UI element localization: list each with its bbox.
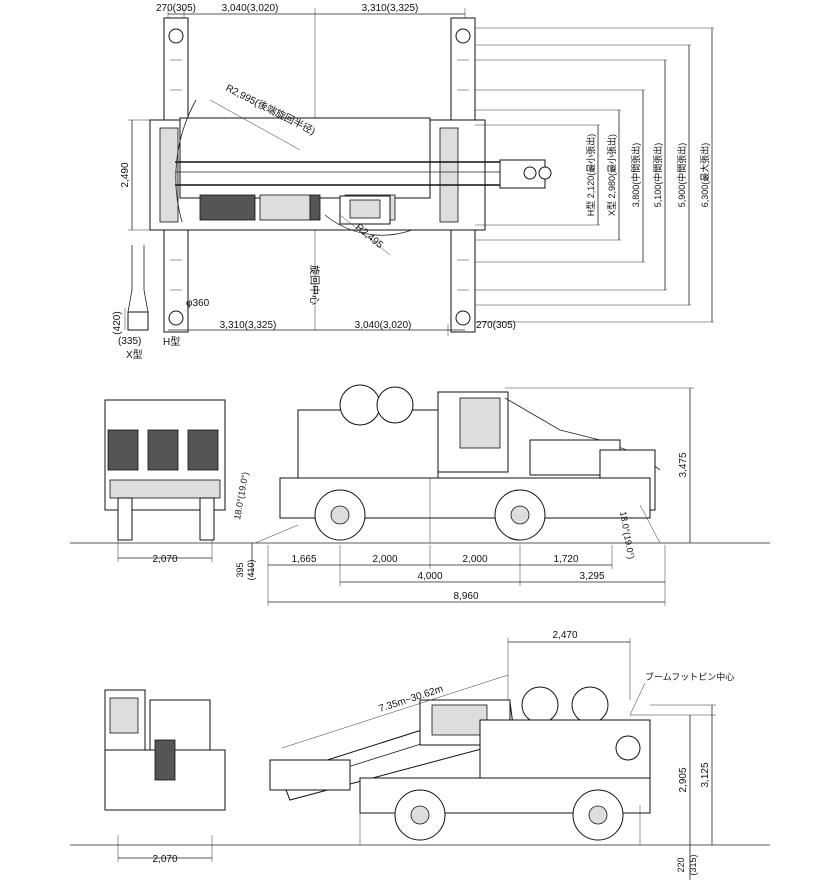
dim-1665: 1,665 — [291, 554, 316, 565]
boom-offset-label: 2,470 — [552, 630, 577, 641]
width-3800: 3,800(中間張出) — [630, 143, 641, 208]
top-dim-2: 3,040(3,020) — [222, 3, 279, 14]
dim-2000-a: 2,000 — [372, 554, 397, 565]
rear-view-bottom: 2,070 — [104, 689, 226, 865]
float-detail: (420) (335) X型 H型 φ360 — [112, 245, 210, 361]
clearance-label: 395 — [235, 562, 245, 577]
top-dim-1: 270(305) — [156, 3, 196, 14]
ground-alt-label: (315) — [688, 854, 698, 875]
dim-4000: 4,000 — [417, 571, 442, 582]
x-pad2-label: (335) — [118, 336, 141, 347]
clearance-alt-label: (410) — [246, 559, 256, 580]
swing-arc-rear — [175, 99, 197, 223]
rear-width-mid: 2,070 — [152, 554, 177, 565]
dim-3295: 3,295 — [579, 571, 604, 582]
side-view: 2,070 18.0°(19.0°) 18.0°(19.0°) 395 (4 — [70, 384, 770, 606]
bottom-dim-1: 3,310(3,325) — [220, 320, 277, 331]
top-view: 270(305) 3,040(3,020) 3,310(3,325) — [112, 3, 714, 361]
total-height-label: 3,125 — [700, 762, 711, 787]
foot-height-label: 2,905 — [678, 767, 689, 792]
outrigger-right — [450, 17, 476, 333]
outrigger-width-dims: H型 2,120(最小張出) X型 2,980(最小張出) 3,800(中間張出… — [475, 27, 714, 323]
h-type-label: H型 — [163, 335, 180, 348]
bottom-dim-2: 3,040(3,020) — [355, 320, 412, 331]
width-label: 2,490 — [120, 162, 131, 187]
boom-top — [175, 159, 552, 189]
height-label: 3,475 — [678, 452, 689, 477]
swing-center-label: 旋回中心 — [308, 265, 321, 305]
bottom-dim-3: 270(305) — [476, 320, 516, 331]
swing-arc-front — [324, 214, 413, 236]
outrigger-left — [163, 17, 189, 333]
width-6300: 6,300(最大張出) — [699, 143, 710, 208]
crane-side — [279, 384, 661, 543]
width-x-min: X型 2,980(最小張出) — [606, 134, 617, 216]
top-dim-3: 3,310(3,325) — [362, 3, 419, 14]
dim-8960: 8,960 — [453, 591, 478, 602]
ground-label: 220 — [676, 857, 686, 872]
crane-boom-side — [269, 686, 651, 845]
width-5100: 5,100(中間張出) — [652, 143, 663, 208]
boom-foot-label: ブームフットピン中心 — [645, 671, 734, 682]
pin-dia-label: φ360 — [186, 298, 210, 309]
rear-width-bottom: 2,070 — [152, 854, 177, 865]
boom-view: 2,070 7.35m~30.62m 2,470 — [70, 630, 770, 880]
width-5900: 5,900(中間張出) — [676, 143, 687, 208]
width-h-min: H型 2,120(最小張出) — [585, 134, 596, 217]
rear-angle-label: 18.0°(19.0°) — [232, 471, 250, 520]
x-pad-label: (420) — [112, 311, 123, 334]
x-type-label: X型 — [126, 348, 143, 361]
dim-1720: 1,720 — [553, 554, 578, 565]
rear-view-mid: 2,070 — [104, 399, 226, 565]
dim-2000-b: 2,000 — [462, 554, 487, 565]
